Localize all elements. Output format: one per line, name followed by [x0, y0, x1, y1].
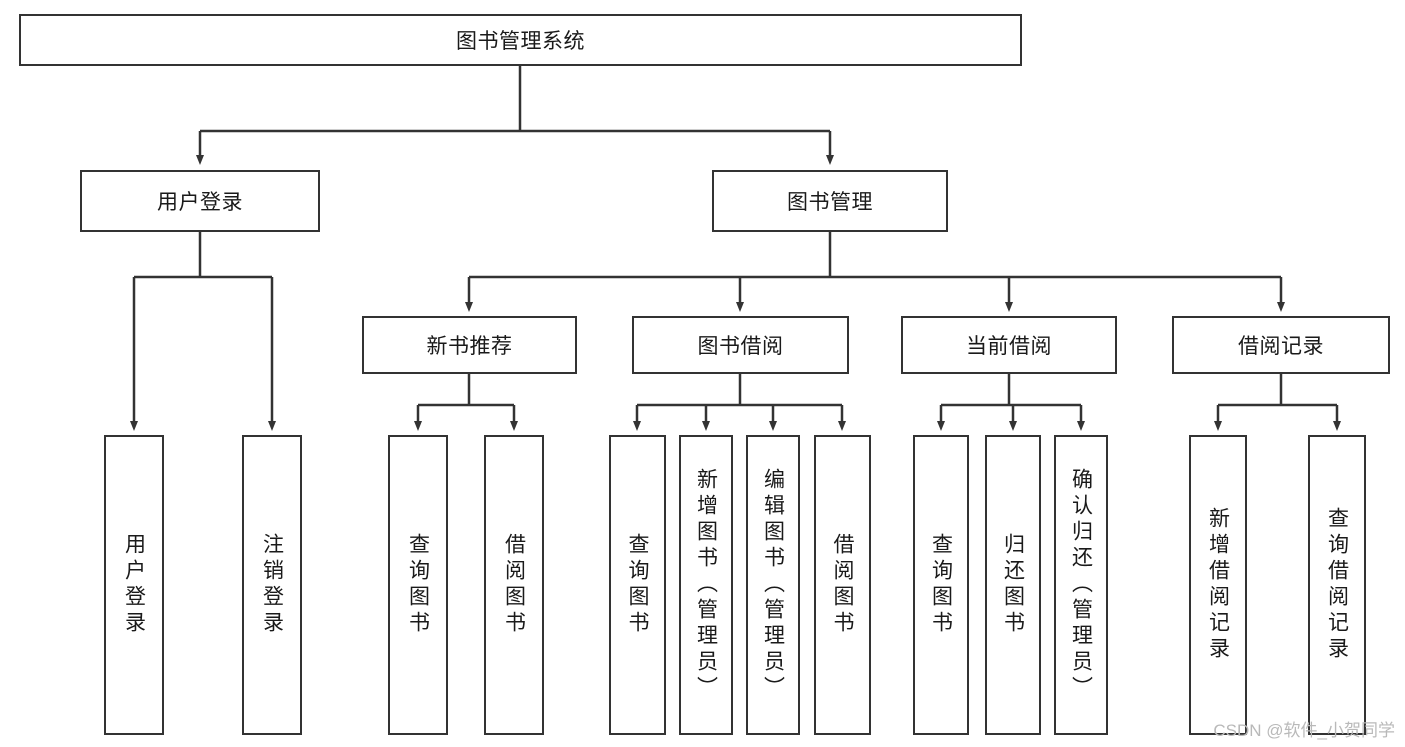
csdn-watermark: CSDN @软件_小贺同学 — [1213, 721, 1395, 740]
node-leaf-borrow-book-2[interactable]: 借阅图书 — [814, 435, 871, 735]
node-label: 图书管理系统 — [456, 30, 585, 53]
node-current-borrow[interactable]: 当前借阅 — [901, 316, 1117, 374]
node-leaf-edit-book-admin[interactable]: 编辑图书（管理员） — [746, 435, 800, 735]
node-label: 当前借阅 — [966, 335, 1052, 358]
node-label: 新书推荐 — [426, 335, 513, 358]
node-borrow-record[interactable]: 借阅记录 — [1172, 316, 1390, 374]
node-label: 图书管理 — [787, 191, 873, 214]
node-label: 注销登录 — [260, 533, 284, 637]
node-label: 借阅图书 — [831, 533, 854, 637]
node-leaf-query-book-1[interactable]: 查询图书 — [388, 435, 448, 735]
node-leaf-user-logout[interactable]: 注销登录 — [242, 435, 302, 735]
node-label: 用户登录 — [122, 533, 146, 637]
node-label: 借阅记录 — [1238, 335, 1324, 358]
node-label: 编辑图书（管理员） — [761, 468, 785, 702]
node-leaf-add-book-admin[interactable]: 新增图书（管理员） — [679, 435, 733, 735]
node-book-borrow[interactable]: 图书借阅 — [632, 316, 849, 374]
node-new-book-rec[interactable]: 新书推荐 — [362, 316, 577, 374]
node-label: 查询图书 — [406, 533, 430, 637]
node-leaf-user-login[interactable]: 用户登录 — [104, 435, 164, 735]
node-label: 确认归还（管理员） — [1069, 468, 1093, 702]
node-label: 借阅图书 — [502, 533, 526, 637]
node-leaf-query-book-3[interactable]: 查询图书 — [913, 435, 969, 735]
node-leaf-return-book[interactable]: 归还图书 — [985, 435, 1041, 735]
node-root[interactable]: 图书管理系统 — [19, 14, 1022, 66]
node-book-manage[interactable]: 图书管理 — [712, 170, 948, 232]
node-label: 查询图书 — [929, 533, 953, 637]
node-leaf-add-borrow-record[interactable]: 新增借阅记录 — [1189, 435, 1247, 735]
node-label: 用户登录 — [157, 191, 243, 214]
node-leaf-borrow-book-1[interactable]: 借阅图书 — [484, 435, 544, 735]
node-label: 查询图书 — [626, 533, 649, 637]
node-leaf-query-borrow-record[interactable]: 查询借阅记录 — [1308, 435, 1366, 735]
node-leaf-confirm-return-admin[interactable]: 确认归还（管理员） — [1054, 435, 1108, 735]
node-user-login[interactable]: 用户登录 — [80, 170, 320, 232]
node-label: 新增图书（管理员） — [694, 468, 718, 702]
node-label: 查询借阅记录 — [1325, 507, 1349, 663]
node-leaf-query-book-2[interactable]: 查询图书 — [609, 435, 666, 735]
node-label: 归还图书 — [1001, 533, 1025, 637]
node-label: 图书借阅 — [697, 335, 784, 358]
node-label: 新增借阅记录 — [1206, 507, 1230, 663]
